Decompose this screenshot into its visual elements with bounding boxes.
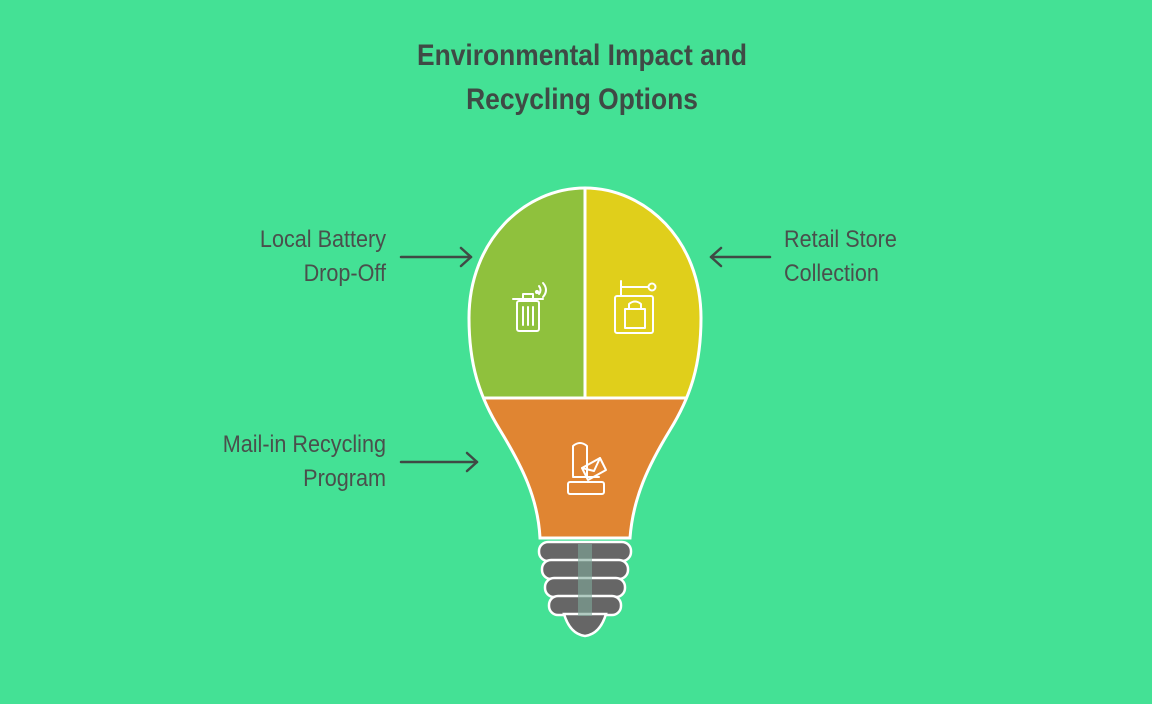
segment-mail-in [469, 398, 701, 538]
arrow-retail-store [709, 246, 772, 268]
segment-retail-store [585, 188, 701, 398]
segment-local-battery [469, 188, 585, 398]
label-mail-line-1: Mail-in Recycling [222, 431, 386, 458]
label-mail-in-recycling-program: Mail-in Recycling Program [161, 428, 386, 496]
title-line-1: Environmental Impact and [416, 39, 748, 72]
mailbox-envelope-icon [567, 442, 607, 495]
arrow-local-battery [399, 246, 473, 268]
shopping-bag-sign-icon [614, 280, 657, 334]
label-retail-line-2: Collection [784, 260, 879, 287]
label-mail-line-2: Program [303, 465, 386, 492]
diagram-title: Environmental Impact and Recycling Optio… [357, 34, 808, 122]
label-local-line-2: Drop-Off [303, 260, 386, 287]
title-line-2: Recycling Options [466, 83, 698, 116]
bulb-screw-base [537, 540, 633, 638]
label-retail-store-collection: Retail Store Collection [784, 223, 982, 291]
label-local-line-1: Local Battery [259, 226, 386, 253]
trash-bin-wifi-icon [512, 282, 547, 332]
arrow-mail-in [399, 451, 479, 473]
label-retail-line-1: Retail Store [784, 226, 897, 253]
label-local-battery-drop-off: Local Battery Drop-Off [206, 223, 386, 291]
